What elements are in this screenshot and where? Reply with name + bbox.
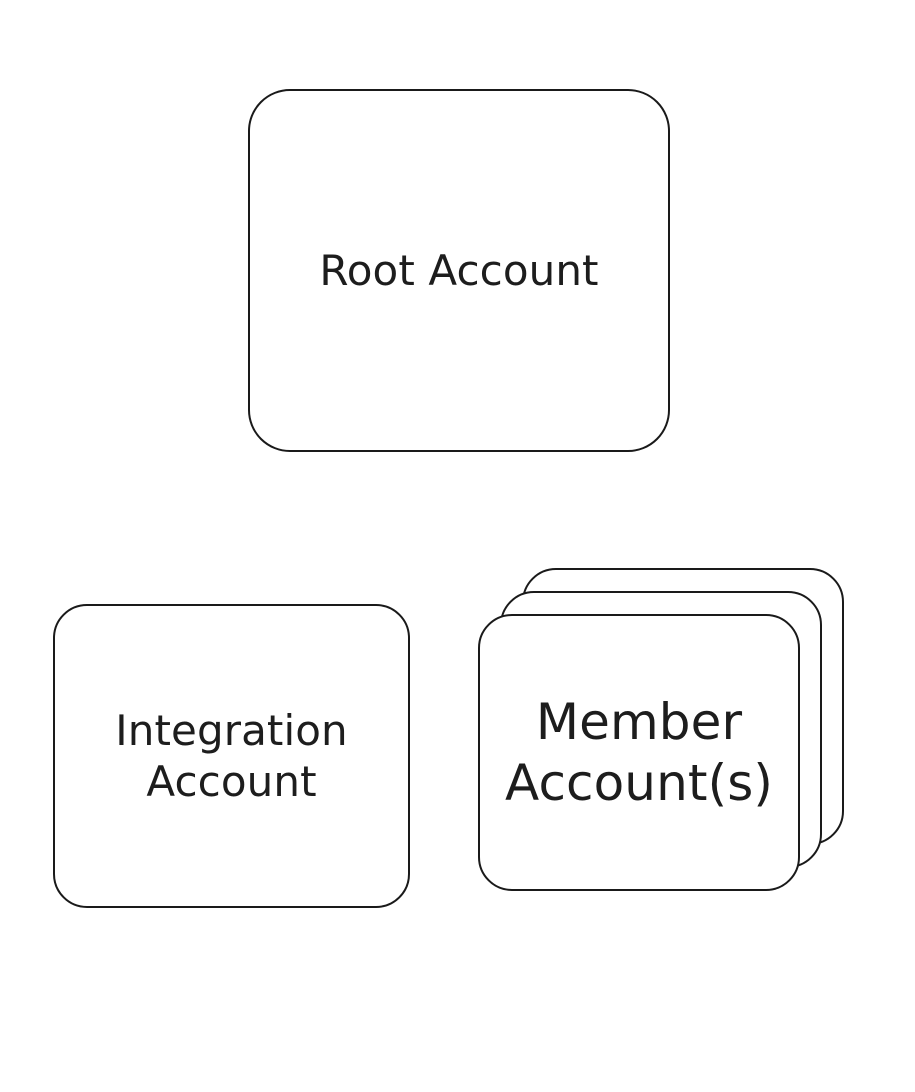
node-integration-account[interactable]: Integration Account [53, 604, 410, 908]
node-member-account-stack[interactable]: Member Account(s) [478, 566, 878, 916]
node-root-account[interactable]: Root Account [248, 89, 670, 452]
node-root-account-label: Root Account [319, 245, 599, 295]
node-integration-account-label: Integration Account [115, 705, 348, 806]
node-member-account-label: Member Account(s) [505, 692, 773, 812]
node-member-account-layer-front[interactable]: Member Account(s) [478, 614, 800, 891]
